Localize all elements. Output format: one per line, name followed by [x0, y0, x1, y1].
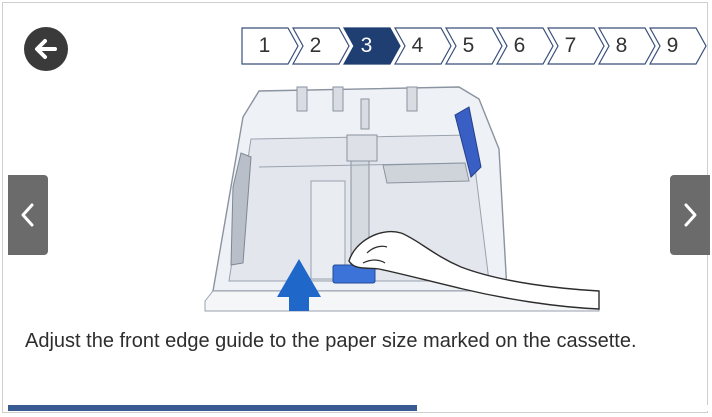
progress-bar — [8, 405, 709, 411]
step-label: 1 — [258, 34, 271, 57]
step-label: 7 — [564, 34, 577, 57]
next-button[interactable] — [670, 175, 710, 255]
step-3[interactable]: 3 — [343, 27, 401, 65]
step-6[interactable]: 6 — [496, 27, 554, 65]
step-5[interactable]: 5 — [445, 27, 503, 65]
instruction-text: Adjust the front edge guide to the paper… — [25, 330, 637, 352]
step-9[interactable]: 9 — [649, 27, 707, 65]
step-label: 9 — [666, 34, 679, 57]
step-label: 6 — [513, 34, 526, 57]
back-arrow-icon — [35, 39, 57, 59]
step-2[interactable]: 2 — [292, 27, 350, 65]
step-label: 2 — [309, 34, 322, 57]
chevron-right-icon — [684, 203, 697, 227]
step-7[interactable]: 7 — [547, 27, 605, 65]
step-4[interactable]: 4 — [394, 27, 452, 65]
paper-cassette-illustration — [204, 86, 600, 312]
step-1[interactable]: 1 — [241, 27, 299, 65]
previous-button[interactable] — [8, 175, 48, 255]
step-label: 4 — [411, 34, 424, 57]
step-label: 3 — [360, 34, 373, 57]
step-label: 5 — [462, 34, 475, 57]
back-button[interactable] — [24, 27, 68, 71]
step-label: 8 — [615, 34, 628, 57]
progress-fill — [8, 405, 417, 411]
chevron-left-icon — [21, 203, 34, 227]
step-8[interactable]: 8 — [598, 27, 656, 65]
